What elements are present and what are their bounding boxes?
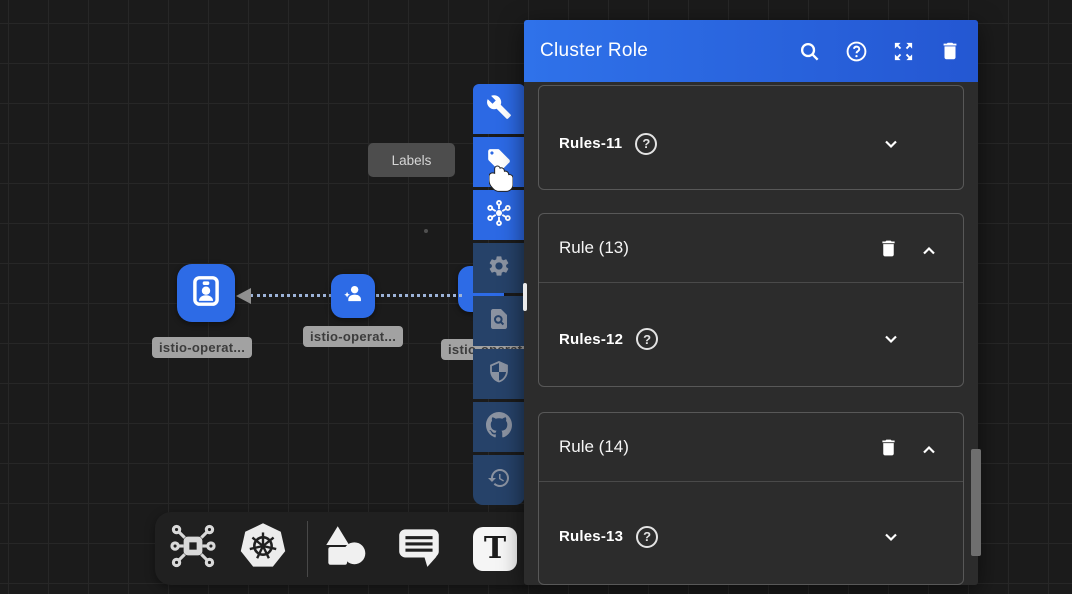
- wrench-icon: [486, 94, 512, 125]
- integrations-button[interactable]: [168, 521, 218, 576]
- kubernetes-button[interactable]: [237, 520, 289, 577]
- service-account-icon: [340, 280, 367, 312]
- shapes-button[interactable]: [320, 521, 370, 576]
- tool-settings-button[interactable]: [473, 243, 525, 293]
- fullscreen-icon[interactable]: [891, 39, 915, 63]
- rule-section: Rule (13) Rules-12 ?: [538, 213, 964, 387]
- side-toolbar: [473, 84, 525, 505]
- rule-title: Rule (13): [559, 238, 629, 257]
- chevron-down-icon[interactable]: [881, 134, 901, 154]
- edge-dotted-right: [376, 294, 462, 297]
- rule-section: Rule (14) Rules-13 ?: [538, 412, 964, 585]
- trash-icon[interactable]: [878, 437, 899, 463]
- rule-header-row[interactable]: Rule (14): [539, 413, 963, 482]
- tool-history-button[interactable]: [473, 455, 525, 505]
- rules-label: Rules-13: [559, 528, 624, 545]
- toolbar-divider: [307, 520, 308, 577]
- help-circle-icon[interactable]: ?: [636, 328, 659, 350]
- tool-mesh-button[interactable]: [473, 190, 525, 240]
- chevron-up-icon[interactable]: [919, 241, 939, 266]
- kubernetes-icon: [237, 520, 289, 577]
- chevron-up-icon[interactable]: [919, 440, 939, 465]
- panel-left-scroll-indicator[interactable]: [523, 283, 527, 311]
- node-label[interactable]: istio-operat...: [303, 326, 404, 347]
- bottom-toolbar: T: [155, 512, 538, 585]
- circuit-icon: [168, 521, 218, 576]
- tool-github-button[interactable]: [473, 402, 525, 452]
- shapes-icon: [320, 521, 370, 576]
- rule-header-row[interactable]: Rule (13): [539, 214, 963, 283]
- rules-label: Rules-11: [559, 135, 623, 152]
- delete-panel-icon[interactable]: [938, 39, 962, 63]
- chevron-down-icon[interactable]: [881, 527, 901, 547]
- comment-icon: [394, 521, 444, 576]
- node-cluster-role[interactable]: [177, 264, 235, 322]
- help-circle-icon[interactable]: ?: [636, 525, 659, 548]
- comment-button[interactable]: [394, 521, 444, 576]
- rules-label: Rules-12: [559, 330, 624, 348]
- canvas-dot: [424, 229, 428, 233]
- node-label[interactable]: istio-operat...: [152, 337, 253, 358]
- trash-icon[interactable]: [878, 238, 899, 264]
- help-circle-icon[interactable]: ?: [635, 132, 658, 155]
- scan-document-icon: [487, 307, 511, 336]
- gear-icon: [487, 254, 511, 283]
- github-icon: [486, 411, 512, 443]
- mouse-cursor-icon: [488, 164, 514, 197]
- tool-shield-button[interactable]: [473, 349, 525, 399]
- panel-title: Cluster Role: [540, 40, 649, 61]
- rules-row[interactable]: Rules-12 ?: [539, 283, 963, 387]
- edge-arrowhead: [236, 288, 251, 304]
- tag-icon: [486, 147, 512, 178]
- tool-wrench-button[interactable]: [473, 84, 525, 134]
- tool-scan-button[interactable]: [473, 296, 525, 346]
- text-tool-icon: T: [473, 526, 517, 571]
- search-icon[interactable]: [797, 39, 821, 63]
- node-service-account[interactable]: [331, 274, 375, 318]
- shield-icon: [487, 360, 511, 389]
- panel-scrollbar-thumb[interactable]: [971, 449, 981, 556]
- text-tool-button[interactable]: T: [473, 526, 517, 571]
- rules-row[interactable]: Rules-13 ?: [539, 482, 963, 585]
- help-icon[interactable]: [844, 39, 868, 63]
- panel-header: Cluster Role: [524, 20, 978, 82]
- panel-body: Rules-11 ? Rule (13): [524, 82, 978, 585]
- cluster-role-panel: Cluster Role: [524, 20, 978, 585]
- rule-section: Rules-11 ?: [538, 85, 964, 190]
- rules-row[interactable]: Rules-11 ?: [539, 86, 963, 189]
- labels-tooltip: Labels: [368, 143, 455, 177]
- history-icon: [487, 466, 511, 495]
- chevron-down-icon[interactable]: [881, 329, 901, 349]
- edge-dotted-left: [250, 294, 332, 297]
- rule-title: Rule (14): [559, 437, 629, 456]
- badge-icon: [188, 273, 224, 314]
- mesh-hub-icon: [484, 198, 514, 233]
